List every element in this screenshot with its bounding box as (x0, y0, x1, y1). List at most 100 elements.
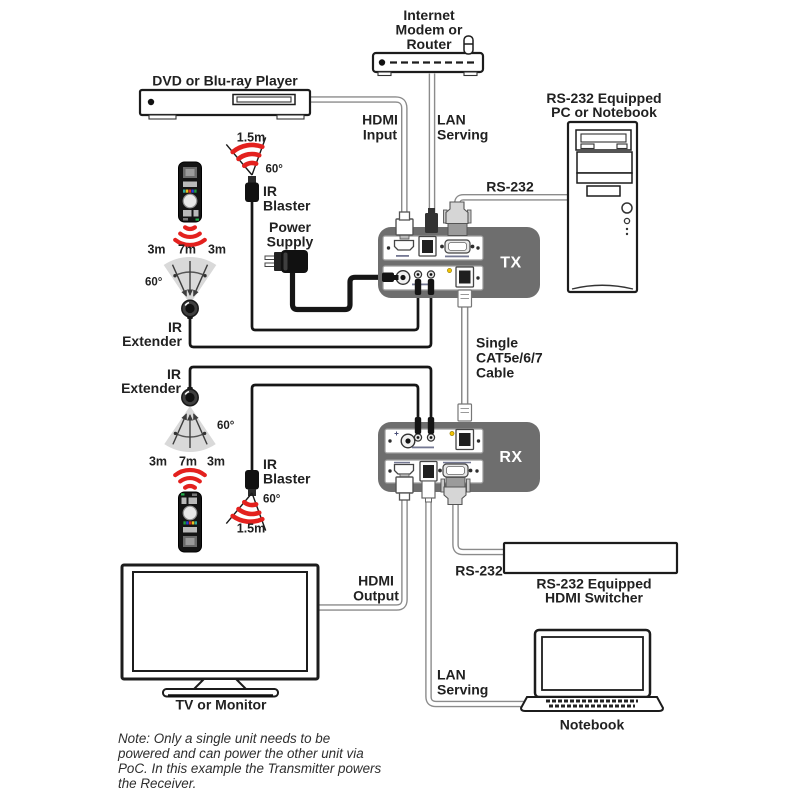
label-ir-extender-top-line2: Extender (122, 333, 182, 349)
notebook-base (519, 696, 665, 712)
pc-tower-device (566, 120, 639, 294)
label-power-supply-line1: Power (269, 219, 312, 235)
extender-top-angle: 60° (145, 277, 163, 289)
ir-blaster-head (245, 182, 259, 202)
pc-power-button (621, 202, 633, 214)
extender-bottom-angle: 60° (217, 420, 235, 432)
router-antenna (463, 35, 474, 55)
ir-extender-bottom-cable (188, 365, 433, 419)
label-ir-blaster-top-line1: IR (263, 183, 277, 199)
tx-rs232-connector (443, 201, 472, 236)
note-line3: PoC. In this example the Transmitter pow… (118, 761, 382, 776)
ir-extender-top (163, 256, 217, 319)
tx-poc-led (447, 268, 452, 273)
rx-ir-plug-2 (427, 417, 435, 434)
label-cat-cable-line2: CAT5e/6/7 (476, 350, 543, 366)
notebook-screen (541, 636, 644, 691)
label-internet-router-line1: Internet (403, 7, 455, 23)
label-ir-blaster-top-line2: Blaster (263, 198, 311, 214)
extender-top-range-2: 7m (178, 243, 196, 257)
ir-blaster-top-cable (250, 202, 420, 332)
label-lan-serving-bottom-line1: LAN (437, 667, 466, 683)
dvd-power-led (147, 98, 155, 106)
rx-rs232-connector (440, 477, 471, 506)
remote-control-top (178, 161, 202, 223)
extender-bottom-range-1: 3m (149, 455, 167, 469)
tx-ir-plug-1 (414, 279, 422, 295)
label-internet-router-line3: Router (406, 36, 452, 52)
power-adapter-body (281, 250, 308, 273)
cat-plug-top (457, 289, 473, 308)
ir-waves (173, 467, 207, 490)
router-device (371, 35, 485, 77)
tx-ir-plug-2 (427, 279, 435, 295)
ir-waves (230, 142, 265, 169)
power-supply (264, 250, 308, 273)
tx-lan-plug (425, 208, 438, 233)
dvd-player-device (138, 88, 312, 120)
label-tv: TV or Monitor (176, 697, 268, 713)
blaster-top-angle: 60° (266, 164, 284, 176)
rx-poc-led (449, 431, 455, 436)
router-led (378, 59, 386, 66)
ir-blaster-head (245, 470, 259, 490)
label-dvd-player: DVD or Blu-ray Player (152, 73, 298, 89)
label-lan-serving-top-line1: LAN (437, 112, 466, 128)
tv-screen (132, 571, 308, 672)
tx-hdmi-plug (395, 211, 414, 240)
rx-ir-plug-1 (414, 417, 422, 434)
label-hdmi-output-line1: HDMI (358, 573, 394, 589)
label-hdmi-input-line2: Input (363, 127, 398, 143)
ir-blaster-bottom (225, 470, 267, 531)
notebook-device (519, 628, 665, 712)
label-rs232-bottom: RS-232 (455, 563, 503, 579)
rx-hdmi-port (393, 463, 415, 475)
label-pc-line2: PC or Notebook (551, 104, 657, 120)
tx-hdmi-port (393, 239, 415, 251)
ir-waves (230, 499, 265, 524)
ir-blaster-top (225, 137, 267, 202)
rx-lan-plug (421, 480, 436, 503)
poc-plus-mark (394, 431, 399, 436)
label-cat-cable-line3: Cable (476, 365, 514, 381)
blaster-top-range: 1.5m (237, 131, 266, 145)
extender-bottom-range-2: 7m (179, 455, 197, 469)
label-hdmi-output-line2: Output (353, 588, 399, 604)
pc-tray-button (586, 185, 621, 197)
ir-extender-top-cable (188, 295, 433, 349)
label-ir-extender-bottom-line1: IR (167, 366, 181, 382)
label-internet-router-line2: Modem or (396, 22, 463, 38)
tx-power-plug (382, 272, 399, 282)
hdmi-switcher-device (502, 541, 679, 575)
pc-drive-bay (576, 151, 633, 174)
ir-waves (173, 225, 207, 248)
note-line1: Note: Only a single unit needs to be (118, 731, 330, 746)
label-lan-serving-bottom-line2: Serving (437, 682, 488, 698)
label-hdmi-switcher-line2: HDMI Switcher (545, 590, 644, 606)
ir-blaster-bottom-cable (250, 383, 420, 470)
label-ir-extender-bottom-line2: Extender (121, 380, 181, 396)
label-notebook: Notebook (560, 717, 625, 733)
ir-extender-bottom (164, 387, 216, 452)
extender-top-range-1: 3m (147, 243, 165, 257)
tv-device (120, 563, 320, 698)
label-hdmi-input-line1: HDMI (362, 112, 398, 128)
rx-hdmi-plug (395, 473, 414, 501)
label-rs232-top: RS-232 (486, 179, 534, 195)
rs232-bottom-cable (452, 502, 505, 556)
note-line4: the Receiver. (118, 776, 196, 791)
remote-control-bottom (177, 491, 203, 553)
hdmi-input-cable (310, 96, 408, 215)
label-pc-line1: RS-232 Equipped (546, 90, 661, 106)
label-power-supply-line2: Supply (267, 234, 314, 250)
power-cable (289, 271, 388, 313)
blaster-bottom-range: 1.5m (237, 522, 266, 536)
label-cat-cable-line1: Single (476, 335, 518, 351)
label-ir-extender-top-line1: IR (168, 319, 182, 335)
label-lan-serving-top-line2: Serving (437, 127, 488, 143)
label-hdmi-switcher-line1: RS-232 Equipped (536, 576, 651, 592)
extender-bottom-range-3: 3m (207, 455, 225, 469)
